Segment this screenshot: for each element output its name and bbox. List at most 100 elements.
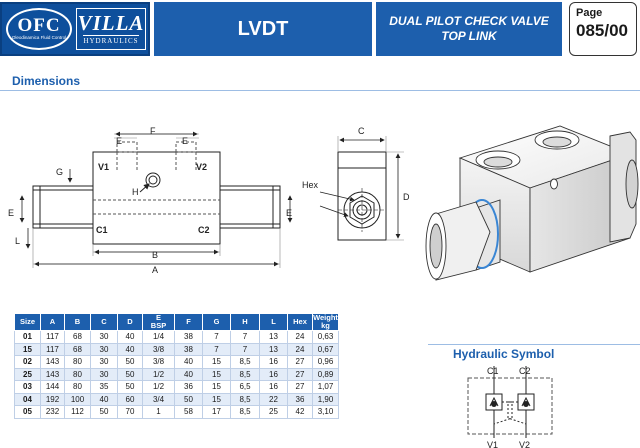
col-a: A: [40, 313, 65, 331]
side-view: [319, 136, 404, 241]
villa-logo-text: VILLA: [77, 11, 145, 35]
label-c-side: C: [358, 126, 365, 136]
table-cell: 0,67: [312, 342, 339, 356]
col-d: D: [117, 313, 143, 331]
label-d: D: [403, 192, 410, 202]
table-cell: 1/2: [142, 367, 175, 381]
table-cell-size: 15: [14, 342, 41, 356]
ofc-logo-text: OFC: [17, 15, 61, 36]
isometric-view: [425, 125, 639, 281]
col-hex: Hex: [287, 313, 313, 331]
table-cell: 7: [230, 330, 260, 344]
hyd-label-v1: V1: [487, 440, 498, 448]
table-cell: 15: [202, 380, 231, 394]
table-cell: 68: [64, 330, 91, 344]
label-a: A: [152, 265, 158, 275]
villa-logo: VILLA HYDRAULICS: [76, 8, 146, 50]
ofc-logo-subtext: Oleodinamica Fluid Control: [11, 35, 67, 40]
table-cell: 7: [202, 330, 231, 344]
table-cell: 36: [287, 392, 313, 406]
product-title: DUAL PILOT CHECK VALVE TOP LINK: [376, 2, 562, 56]
table-cell: 80: [64, 367, 91, 381]
label-e-left: E: [8, 208, 14, 218]
table-cell: 13: [259, 342, 288, 356]
label-c1: C1: [96, 225, 108, 235]
ofc-logo: OFC Oleodinamica Fluid Control: [6, 8, 72, 50]
hyd-label-v2: V2: [519, 440, 530, 448]
table-cell: 22: [259, 392, 288, 406]
product-code: LVDT: [154, 2, 372, 56]
table-cell-size: 01: [14, 330, 41, 344]
table-cell: 144: [40, 380, 65, 394]
table-cell: 1,07: [312, 380, 339, 394]
table-cell: 36: [174, 380, 203, 394]
table-cell: 3,10: [312, 405, 339, 419]
hyd-label-c1: C1: [487, 366, 499, 376]
table-cell: 80: [64, 380, 91, 394]
table-cell: 40: [174, 367, 203, 381]
table-cell: 8,5: [230, 392, 260, 406]
product-title-line1: DUAL PILOT CHECK VALVE: [389, 14, 549, 28]
side-view-labels: C Hex D: [302, 126, 410, 202]
label-e-top: E: [116, 136, 122, 146]
table-cell: 58: [174, 405, 203, 419]
table-cell: 143: [40, 367, 65, 381]
table-cell: 143: [40, 355, 65, 369]
label-g: G: [56, 167, 63, 177]
table-cell: 50: [117, 355, 143, 369]
col-size: Size: [14, 313, 41, 331]
label-f: F: [150, 126, 156, 136]
table-cell: 6,5: [230, 380, 260, 394]
table-cell: 8,5: [230, 367, 260, 381]
table-cell: 68: [64, 342, 91, 356]
col-g: G: [202, 313, 231, 331]
table-cell: 38: [174, 342, 203, 356]
table-cell: 232: [40, 405, 65, 419]
table-cell: 7: [202, 342, 231, 356]
table-cell: 27: [287, 355, 313, 369]
table-cell: 27: [287, 380, 313, 394]
table-cell: 40: [117, 342, 143, 356]
brand-logos: OFC Oleodinamica Fluid Control VILLA HYD…: [0, 2, 150, 56]
label-b: B: [152, 250, 158, 260]
table-cell: 30: [90, 355, 118, 369]
col-f: F: [174, 313, 203, 331]
table-cell: 0,96: [312, 355, 339, 369]
table-cell-size: 04: [14, 392, 41, 406]
table-cell-size: 05: [14, 405, 41, 419]
col-l: L: [259, 313, 288, 331]
table-cell: 3/8: [142, 342, 175, 356]
table-cell: 8,5: [230, 355, 260, 369]
table-cell: 80: [64, 355, 91, 369]
label-l: L: [15, 236, 20, 246]
label-e-top2: E: [182, 136, 188, 146]
product-title-line2: TOP LINK: [441, 29, 497, 43]
table-cell: 50: [90, 405, 118, 419]
hydraulic-symbol: C1 C2 V1 V2: [467, 366, 553, 448]
table-cell: 17: [202, 405, 231, 419]
table-cell: 16: [259, 355, 288, 369]
section-divider: [0, 90, 640, 91]
label-e-right: E: [286, 208, 292, 218]
table-cell: 13: [259, 330, 288, 344]
table-cell: 16: [259, 380, 288, 394]
table-cell: 100: [64, 392, 91, 406]
table-cell: 0,63: [312, 330, 339, 344]
page-header: OFC Oleodinamica Fluid Control VILLA HYD…: [0, 0, 640, 64]
table-cell: 117: [40, 330, 65, 344]
table-cell: 8,5: [230, 405, 260, 419]
table-cell: 1/4: [142, 330, 175, 344]
dimensions-heading: Dimensions: [12, 74, 81, 88]
table-cell: 70: [117, 405, 143, 419]
table-cell: 0,89: [312, 367, 339, 381]
table-cell: 1,90: [312, 392, 339, 406]
table-cell: 40: [90, 392, 118, 406]
